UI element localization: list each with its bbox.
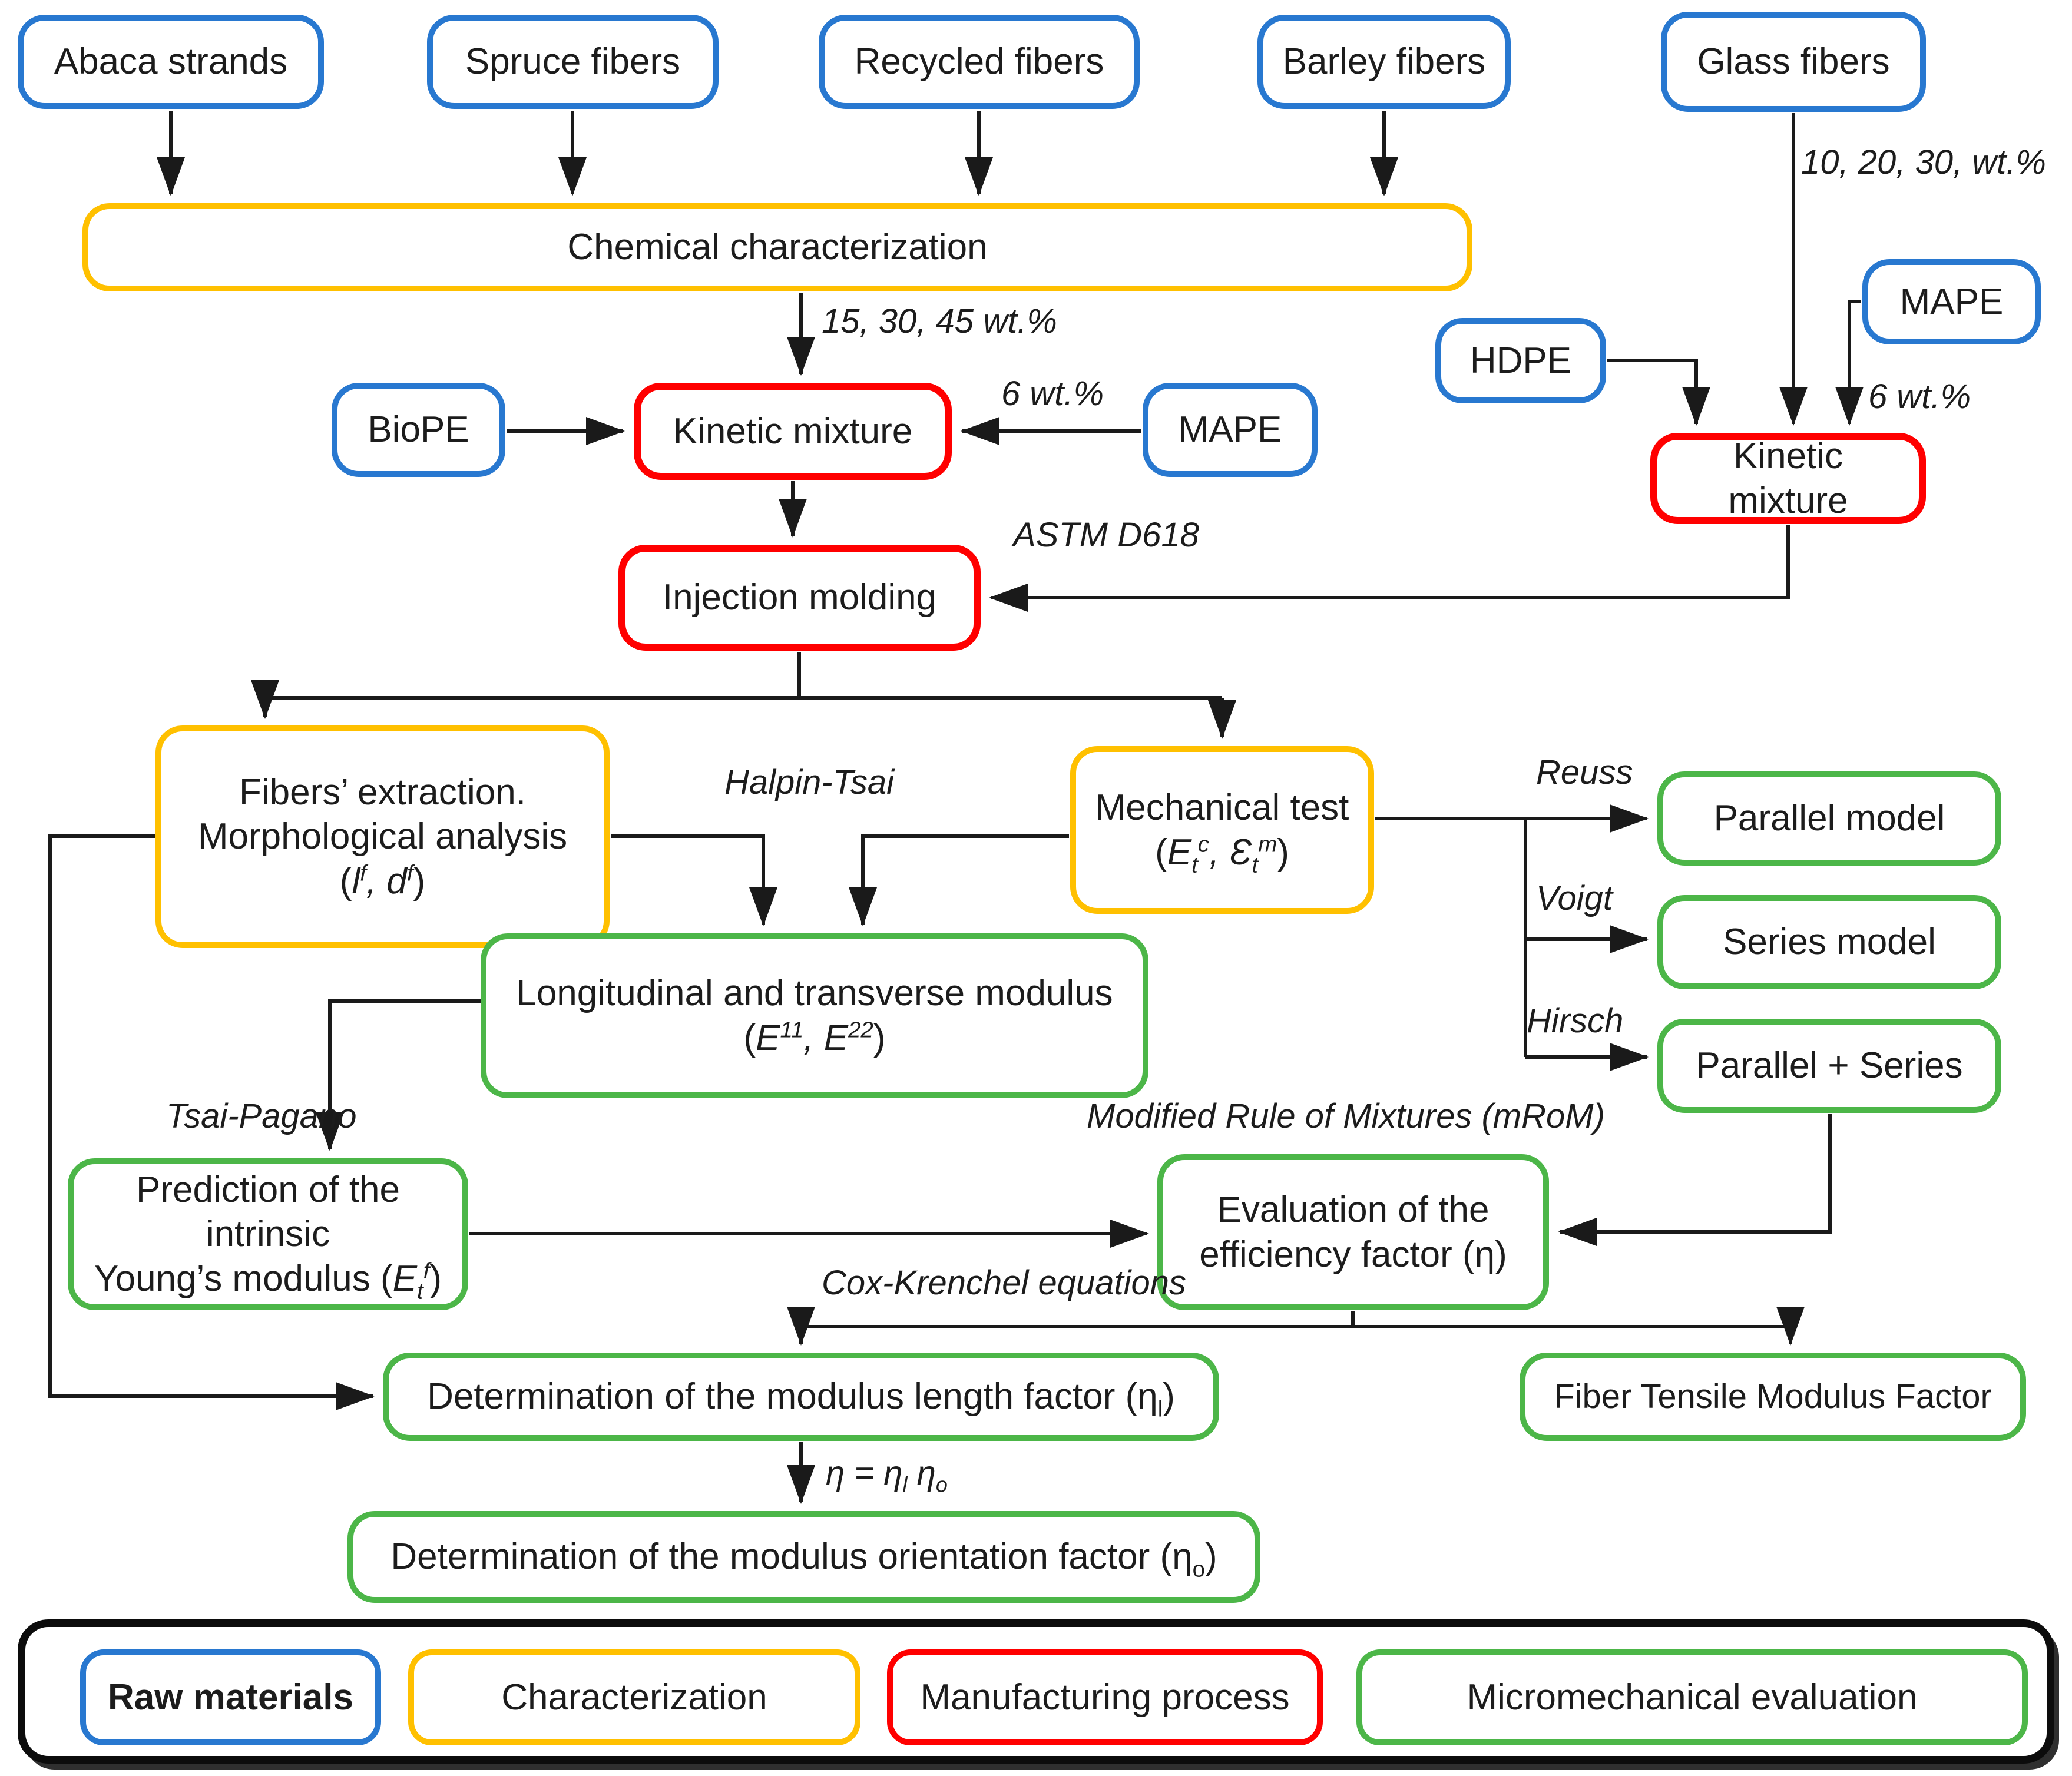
node-glass-fibers: Glass fibers [1661, 12, 1926, 112]
node-parallel-model: Parallel model [1657, 771, 2001, 866]
node-label: Barley fibers [1282, 41, 1486, 82]
legend-raw-materials: Raw materials [80, 1649, 381, 1745]
node-modulus-orientation-factor: Determination of the modulus orientation… [347, 1511, 1260, 1603]
edge-label-tsai-pagano: Tsai-Pagano [166, 1097, 357, 1135]
node-label: MAPE [1178, 409, 1282, 450]
node-kinetic-mixture-right: Kinetic mixture [1650, 433, 1926, 524]
edge-label-glass-loading: 10, 20, 30, wt.% [1801, 143, 2046, 181]
node-label-line1: Evaluation of the [1217, 1189, 1490, 1230]
node-label: Parallel model [1713, 798, 1945, 839]
node-label: BioPE [368, 409, 469, 450]
legend-micromechanical-evaluation: Micromechanical evaluation [1356, 1649, 2028, 1745]
node-label-line1: Fibers’ extraction. [239, 771, 526, 813]
node-label: Series model [1723, 922, 1936, 963]
edge-label-cox-krenchel: Cox-Krenchel equations [822, 1264, 1187, 1302]
node-kinetic-mixture-left: Kinetic mixture [634, 383, 952, 480]
node-label: MAPE [1899, 281, 2004, 322]
node-label: Spruce fibers [465, 41, 681, 82]
edge-label-reuss: Reuss [1536, 753, 1633, 791]
node-injection-molding: Injection molding [618, 545, 981, 651]
node-label: Abaca strands [54, 41, 288, 82]
node-label: Determination of the modulus orientation… [390, 1536, 1217, 1582]
node-label: Glass fibers [1697, 41, 1890, 82]
legend-label: Manufacturing process [920, 1677, 1290, 1718]
edge-label-mrom: Modified Rule of Mixtures (mRoM) [1087, 1097, 1605, 1135]
edge-label-mape-right-pct: 6 wt.% [1868, 377, 1971, 416]
node-recycled-fibers: Recycled fibers [819, 15, 1140, 109]
node-label-line2: efficiency factor (η) [1199, 1234, 1507, 1275]
node-spruce-fibers: Spruce fibers [427, 15, 719, 109]
legend-label: Raw materials [108, 1677, 353, 1718]
node-series-model: Series model [1657, 895, 2001, 989]
edge-label-astm-d618: ASTM D618 [1013, 516, 1199, 554]
node-label-line2: Young’s modulus (Etf) [94, 1258, 442, 1304]
node-label: Chemical characterization [567, 227, 988, 268]
legend-characterization: Characterization [408, 1649, 860, 1745]
edge-label-halpin-tsai: Halpin-Tsai [724, 763, 894, 801]
node-label-line1: Prediction of the intrinsic [135, 1169, 401, 1255]
node-hdpe: HDPE [1435, 318, 1606, 403]
node-longitudinal-modulus: Longitudinal and transverse modulus (E11… [481, 933, 1148, 1098]
node-barley-fibers: Barley fibers [1257, 15, 1511, 109]
node-label: HDPE [1469, 340, 1572, 381]
node-biope: BioPE [332, 383, 505, 477]
node-evaluation-efficiency-factor: Evaluation of the efficiency factor (η) [1157, 1154, 1549, 1310]
edge-label-mape-left-pct: 6 wt.% [1001, 375, 1104, 413]
node-label: Determination of the modulus length fact… [427, 1376, 1175, 1422]
edge-label-voigt: Voigt [1536, 879, 1613, 917]
node-fiber-tensile-modulus-factor: Fiber Tensile Modulus Factor [1520, 1353, 2026, 1441]
node-label-line2: (Etc, Ɛtm) [1155, 831, 1289, 877]
node-label: Parallel + Series [1696, 1045, 1963, 1086]
node-label: Recycled fibers [854, 41, 1104, 82]
node-label-line2: (E11, E22) [743, 1017, 886, 1058]
node-label: Kinetic mixture [1728, 435, 1848, 521]
node-mape-right: MAPE [1862, 259, 2041, 344]
node-label: Kinetic mixture [673, 410, 913, 452]
node-label-line2: Morphological analysis [197, 816, 568, 857]
edge-label-eta-equation: η = ηl ηo [826, 1454, 948, 1497]
edge-label-fiber-loading: 15, 30, 45 wt.% [822, 302, 1057, 340]
node-label-line1: Mechanical test [1095, 787, 1349, 828]
node-label: Fiber Tensile Modulus Factor [1554, 1377, 1992, 1416]
legend-label: Micromechanical evaluation [1467, 1677, 1918, 1718]
node-mape-left: MAPE [1143, 383, 1318, 477]
legend-label: Characterization [501, 1677, 767, 1718]
node-prediction-intrinsic-modulus: Prediction of the intrinsic Young’s modu… [68, 1158, 468, 1310]
node-parallel-series: Parallel + Series [1657, 1019, 2001, 1113]
node-modulus-length-factor: Determination of the modulus length fact… [383, 1353, 1219, 1441]
node-label-line3: (lf, df) [339, 860, 426, 902]
legend: Raw materials Characterization Manufactu… [18, 1619, 2054, 1764]
node-abaca-strands: Abaca strands [18, 15, 324, 109]
node-label-line1: Longitudinal and transverse modulus [516, 973, 1113, 1014]
node-mechanical-test: Mechanical test (Etc, Ɛtm) [1070, 746, 1374, 914]
node-label: Injection molding [662, 577, 937, 618]
node-fibers-extraction: Fibers’ extraction. Morphological analys… [155, 725, 610, 948]
edge-label-hirsch: Hirsch [1527, 1002, 1624, 1040]
node-chemical-characterization: Chemical characterization [82, 203, 1472, 291]
legend-manufacturing-process: Manufacturing process [887, 1649, 1323, 1745]
